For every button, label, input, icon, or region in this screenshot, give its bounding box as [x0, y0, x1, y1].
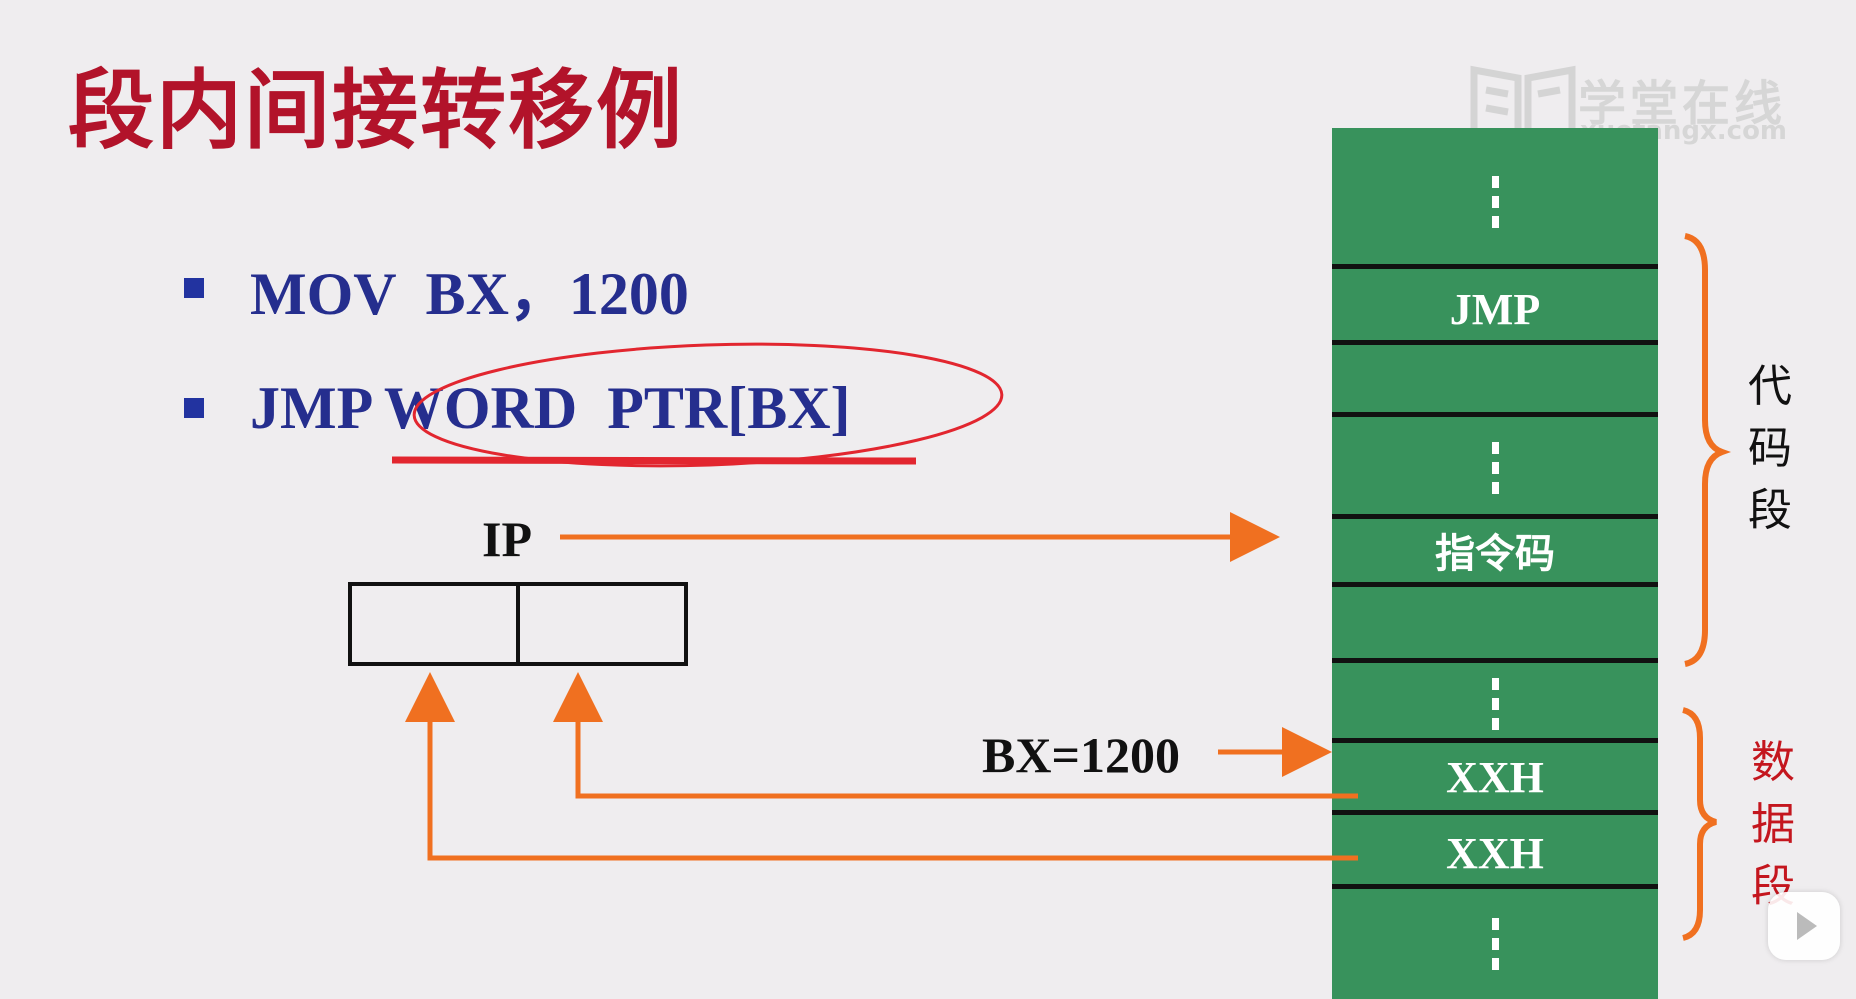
- watermark-cn: 学堂在线: [1578, 76, 1787, 132]
- memory-divider: [1332, 884, 1658, 889]
- memory-divider: [1332, 514, 1658, 519]
- memory-divider: [1332, 810, 1658, 815]
- memory-divider: [1332, 340, 1658, 345]
- data2-to-ip-arrow: [405, 672, 1358, 861]
- memory-divider: [1332, 264, 1658, 269]
- bullet-square-icon: [184, 398, 204, 418]
- memory-divider: [1332, 582, 1658, 587]
- code-segment-brace: [1684, 233, 1731, 667]
- ellipsis-icon: [1332, 918, 1658, 974]
- ellipsis-icon: [1332, 176, 1658, 232]
- ip-low-byte-cell: [516, 586, 684, 662]
- memory-cell-opcode: 指令码: [1435, 530, 1555, 577]
- bullet-mov: MOV BX，1200: [184, 248, 689, 328]
- bullet-square-icon: [184, 278, 204, 298]
- data1-to-ip-arrow: [553, 672, 1358, 799]
- ip-label: IP: [482, 511, 532, 567]
- ellipsis-icon: [1332, 678, 1658, 734]
- memory-column: JMP 指令码 XXH XXH: [1332, 128, 1658, 999]
- memory-cell-jmp: JMP: [1449, 285, 1541, 334]
- data-segment-brace: [1682, 707, 1717, 941]
- memory-cell-data1: XXH: [1446, 753, 1544, 802]
- memory-divider: [1332, 738, 1658, 743]
- annotation-ellipse: [412, 342, 1004, 468]
- ip-register-box: [348, 582, 688, 666]
- memory-divider: [1332, 412, 1658, 417]
- code-segment-label: 代码段: [1748, 361, 1792, 536]
- bullet-jmp-text: JMP WORD PTR[BX]: [250, 374, 851, 441]
- bx-label: BX=1200: [982, 727, 1180, 783]
- play-icon[interactable]: [1768, 892, 1840, 960]
- memory-cell-data2: XXH: [1446, 829, 1544, 878]
- annotation-underline: [391, 456, 917, 465]
- ellipsis-icon: [1332, 442, 1658, 498]
- bullet-jmp: JMP WORD PTR[BX]: [184, 368, 851, 448]
- bullet-mov-text: MOV BX，1200: [250, 260, 689, 327]
- slide-title: 段内间接转移例: [68, 61, 684, 161]
- memory-divider: [1332, 658, 1658, 663]
